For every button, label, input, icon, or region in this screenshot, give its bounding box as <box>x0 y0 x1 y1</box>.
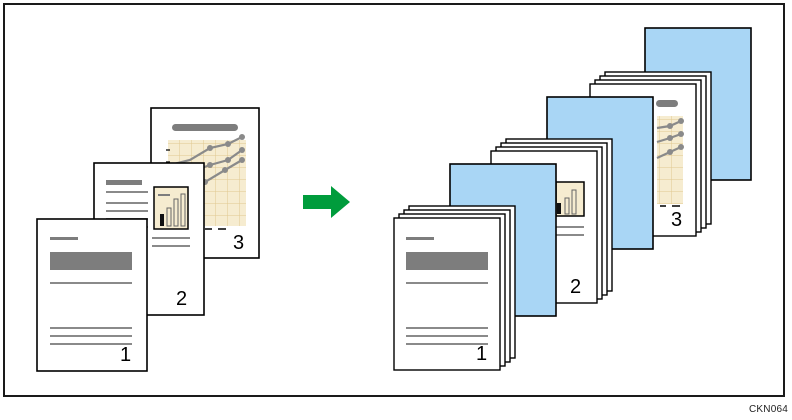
page-number: 1 <box>120 344 131 366</box>
output-set-1: 1 <box>393 205 516 371</box>
right-arrow-icon <box>303 186 350 218</box>
figure-code: CKN064 <box>749 404 788 415</box>
page-number: 2 <box>570 276 581 298</box>
page-number: 3 <box>233 232 244 254</box>
page-number: 1 <box>476 343 487 365</box>
original-pages: 3 2 <box>36 107 260 372</box>
page-number: 3 <box>671 209 682 231</box>
original-page-1: 1 <box>36 218 148 372</box>
diagram-frame <box>3 3 785 397</box>
output-sets: 3 2 <box>393 27 752 371</box>
bar-graphic <box>153 186 189 230</box>
page-number: 2 <box>176 288 187 310</box>
